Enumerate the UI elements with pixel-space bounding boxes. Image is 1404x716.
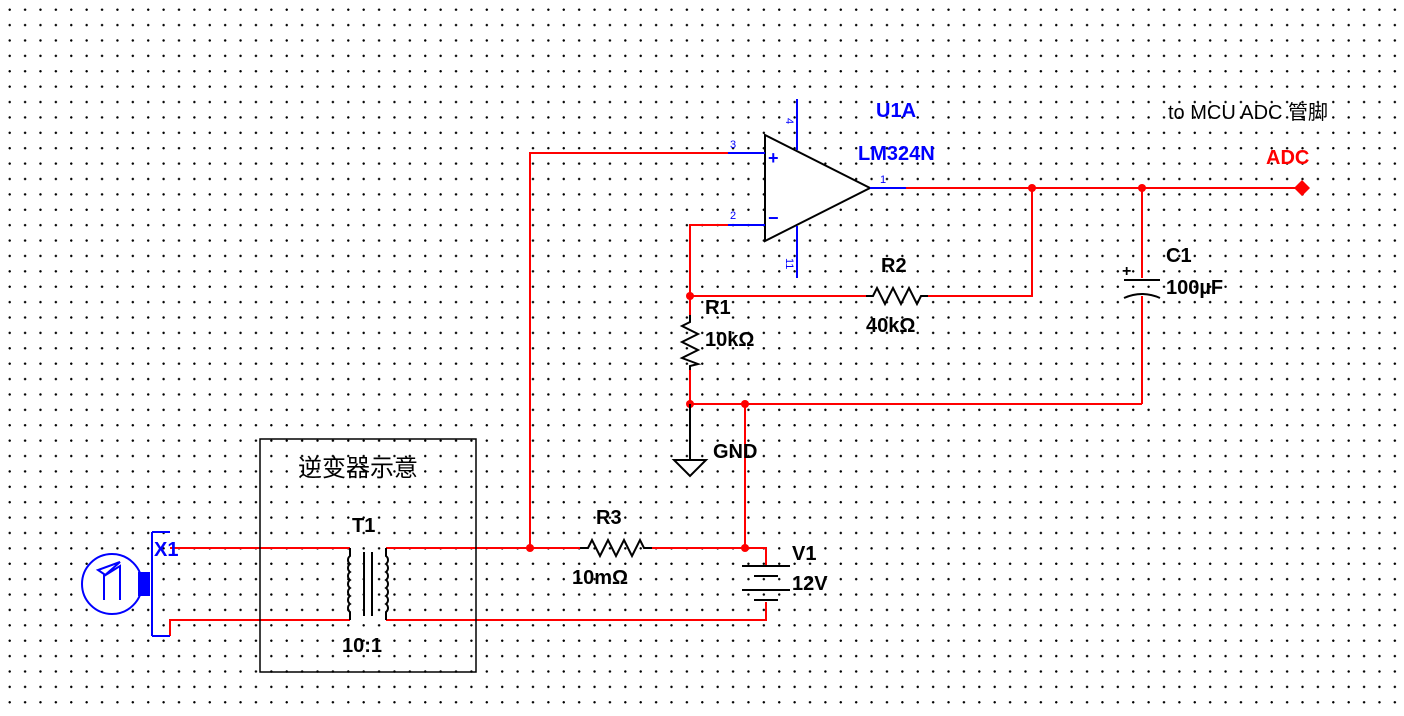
pin2-label: 2 [730,210,736,222]
battery-v1[interactable]: V1 12V [742,543,828,601]
capacitor-c1[interactable]: + C1 100µF [1122,245,1223,299]
pin4-label: 4 [783,118,795,124]
r3-zigzag[interactable] [580,537,652,559]
plus-sign: + [768,148,779,168]
r2-value: 40kΩ [866,315,915,337]
inverter-box-title: 逆变器示意 [298,454,418,482]
gnd-label: GND [713,441,757,463]
mcu-note: to MCU ADC 管脚 [1168,101,1328,124]
lamp-base [138,572,150,596]
inverter-box[interactable]: 逆变器示意 T1 10:1 [259,438,477,673]
adc-net-label: ADC [1266,147,1309,169]
adc-terminal-diamond[interactable] [1294,180,1310,196]
t1-ref: T1 [352,515,375,537]
opamp-part: LM324N [858,143,935,165]
r3-ref: R3 [596,507,622,529]
r2-ref: R2 [881,255,907,277]
wire-noninv-input[interactable] [529,152,765,548]
adc-terminal[interactable]: ADC [1266,147,1310,196]
lamp-x1[interactable]: X1 [81,531,178,637]
opamp-ref: U1A [876,100,916,122]
t1-ratio: 10:1 [342,635,382,657]
junction-r3-left [526,544,534,552]
junction-r1-top [686,292,694,300]
wire-r3-v1[interactable] [652,547,767,566]
junction-gnd-v1 [741,400,749,408]
r1-zigzag[interactable] [679,315,702,370]
junctions [526,184,1146,552]
opamp-u1a[interactable]: 3 2 1 4 11 + − U1A LM324N [728,99,935,278]
ground-symbol[interactable]: GND [671,404,757,478]
pin3-label: 3 [730,139,736,151]
wire-secondary-v1[interactable] [386,602,767,621]
pin1-label: 1 [880,174,886,186]
r1-value: 10kΩ [705,329,754,351]
t1-secondary-coil[interactable] [384,548,389,620]
transformer-t1[interactable] [347,548,389,620]
lamp-bulb[interactable] [81,553,143,615]
junction-output [1028,184,1036,192]
r2-zigzag[interactable] [866,285,928,307]
opamp-triangle[interactable] [764,133,873,243]
wire-r1-gnd[interactable] [689,370,1142,405]
c1-ref: C1 [1166,245,1192,267]
lamp-filament [95,561,121,600]
junction-c1 [1138,184,1146,192]
minus-sign: − [768,208,779,228]
inverter-box-outline[interactable] [259,438,477,673]
c1-value: 100µF [1166,277,1223,299]
c1-plate-bottom[interactable] [1123,293,1161,299]
wire-x1-bottom[interactable] [169,619,350,636]
resistor-r1[interactable]: R1 10kΩ [679,297,754,370]
c1-polarity: + [1122,263,1131,280]
r1-ref: R1 [705,297,731,319]
pin11-label: 11 [783,258,795,269]
junction-r3-right [741,544,749,552]
r3-value: 10mΩ [572,567,628,589]
t1-primary-coil[interactable] [347,548,352,620]
v1-value: 12V [792,573,828,595]
v1-ref: V1 [792,543,816,565]
x1-ref: X1 [154,539,178,561]
resistor-r3[interactable]: R3 10mΩ [572,507,652,589]
wire-output-r2[interactable] [928,188,1033,297]
resistor-r2[interactable]: R2 40kΩ [866,255,928,337]
gnd-triangle[interactable] [671,459,709,478]
